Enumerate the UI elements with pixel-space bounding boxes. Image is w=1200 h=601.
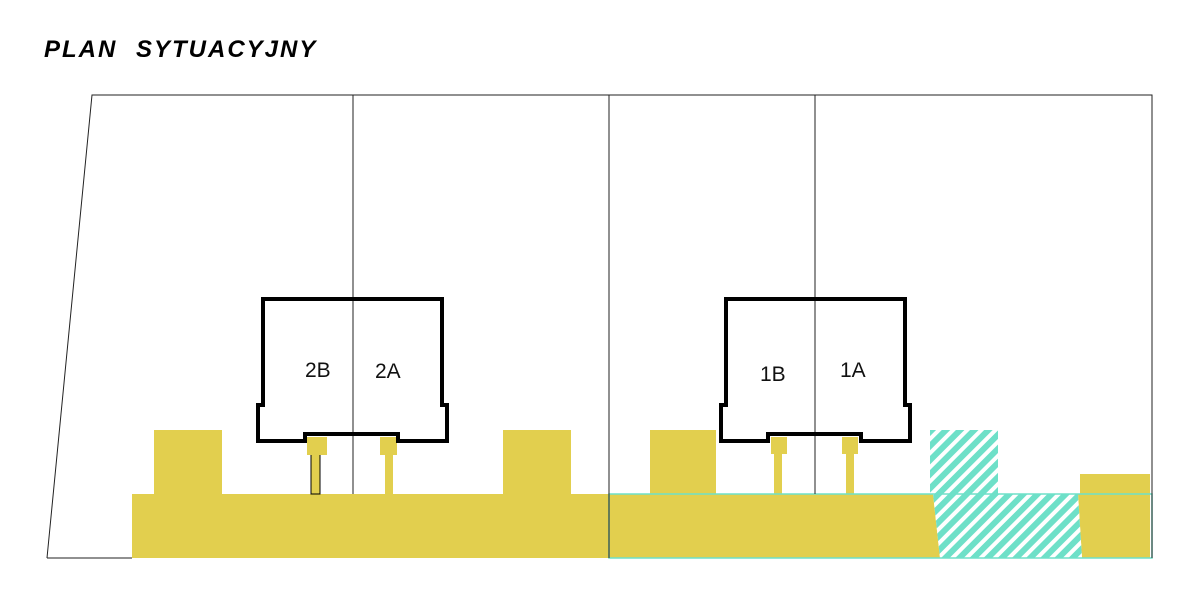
parking-bay bbox=[503, 430, 571, 494]
entrance-2b bbox=[307, 437, 327, 455]
entrance-1b bbox=[771, 437, 787, 454]
plot-boundaries bbox=[46, 94, 1153, 559]
plan-title: PLAN SYTUACYJNY bbox=[44, 36, 318, 63]
outer-boundary bbox=[46, 94, 1153, 559]
walkway-1a bbox=[846, 452, 854, 494]
building-outline bbox=[719, 297, 912, 443]
hatched-bay bbox=[930, 430, 998, 494]
parking-bay bbox=[650, 430, 716, 494]
building-outline bbox=[256, 297, 449, 443]
unit-label-2b: 2B bbox=[305, 359, 331, 382]
building-2: 2B 2A bbox=[256, 297, 449, 443]
walkway-1b bbox=[774, 452, 782, 494]
unit-label-2a: 2A bbox=[375, 360, 401, 383]
entrance-2a bbox=[380, 437, 397, 455]
paved-areas bbox=[132, 430, 1150, 558]
hatched-road bbox=[933, 494, 1082, 558]
unit-label-1a: 1A bbox=[840, 359, 866, 382]
walkway-2a bbox=[385, 452, 393, 494]
hatched-areas bbox=[608, 430, 1153, 559]
parking-bay bbox=[1078, 474, 1150, 558]
entrance-1a bbox=[842, 437, 858, 454]
parking-bay bbox=[154, 430, 222, 494]
unit-label-1b: 1B bbox=[760, 363, 786, 386]
walkway-2b bbox=[310, 451, 321, 495]
building-1: 1B 1A bbox=[719, 297, 912, 443]
paved-road-right bbox=[609, 494, 940, 558]
paved-road-left bbox=[132, 494, 609, 558]
